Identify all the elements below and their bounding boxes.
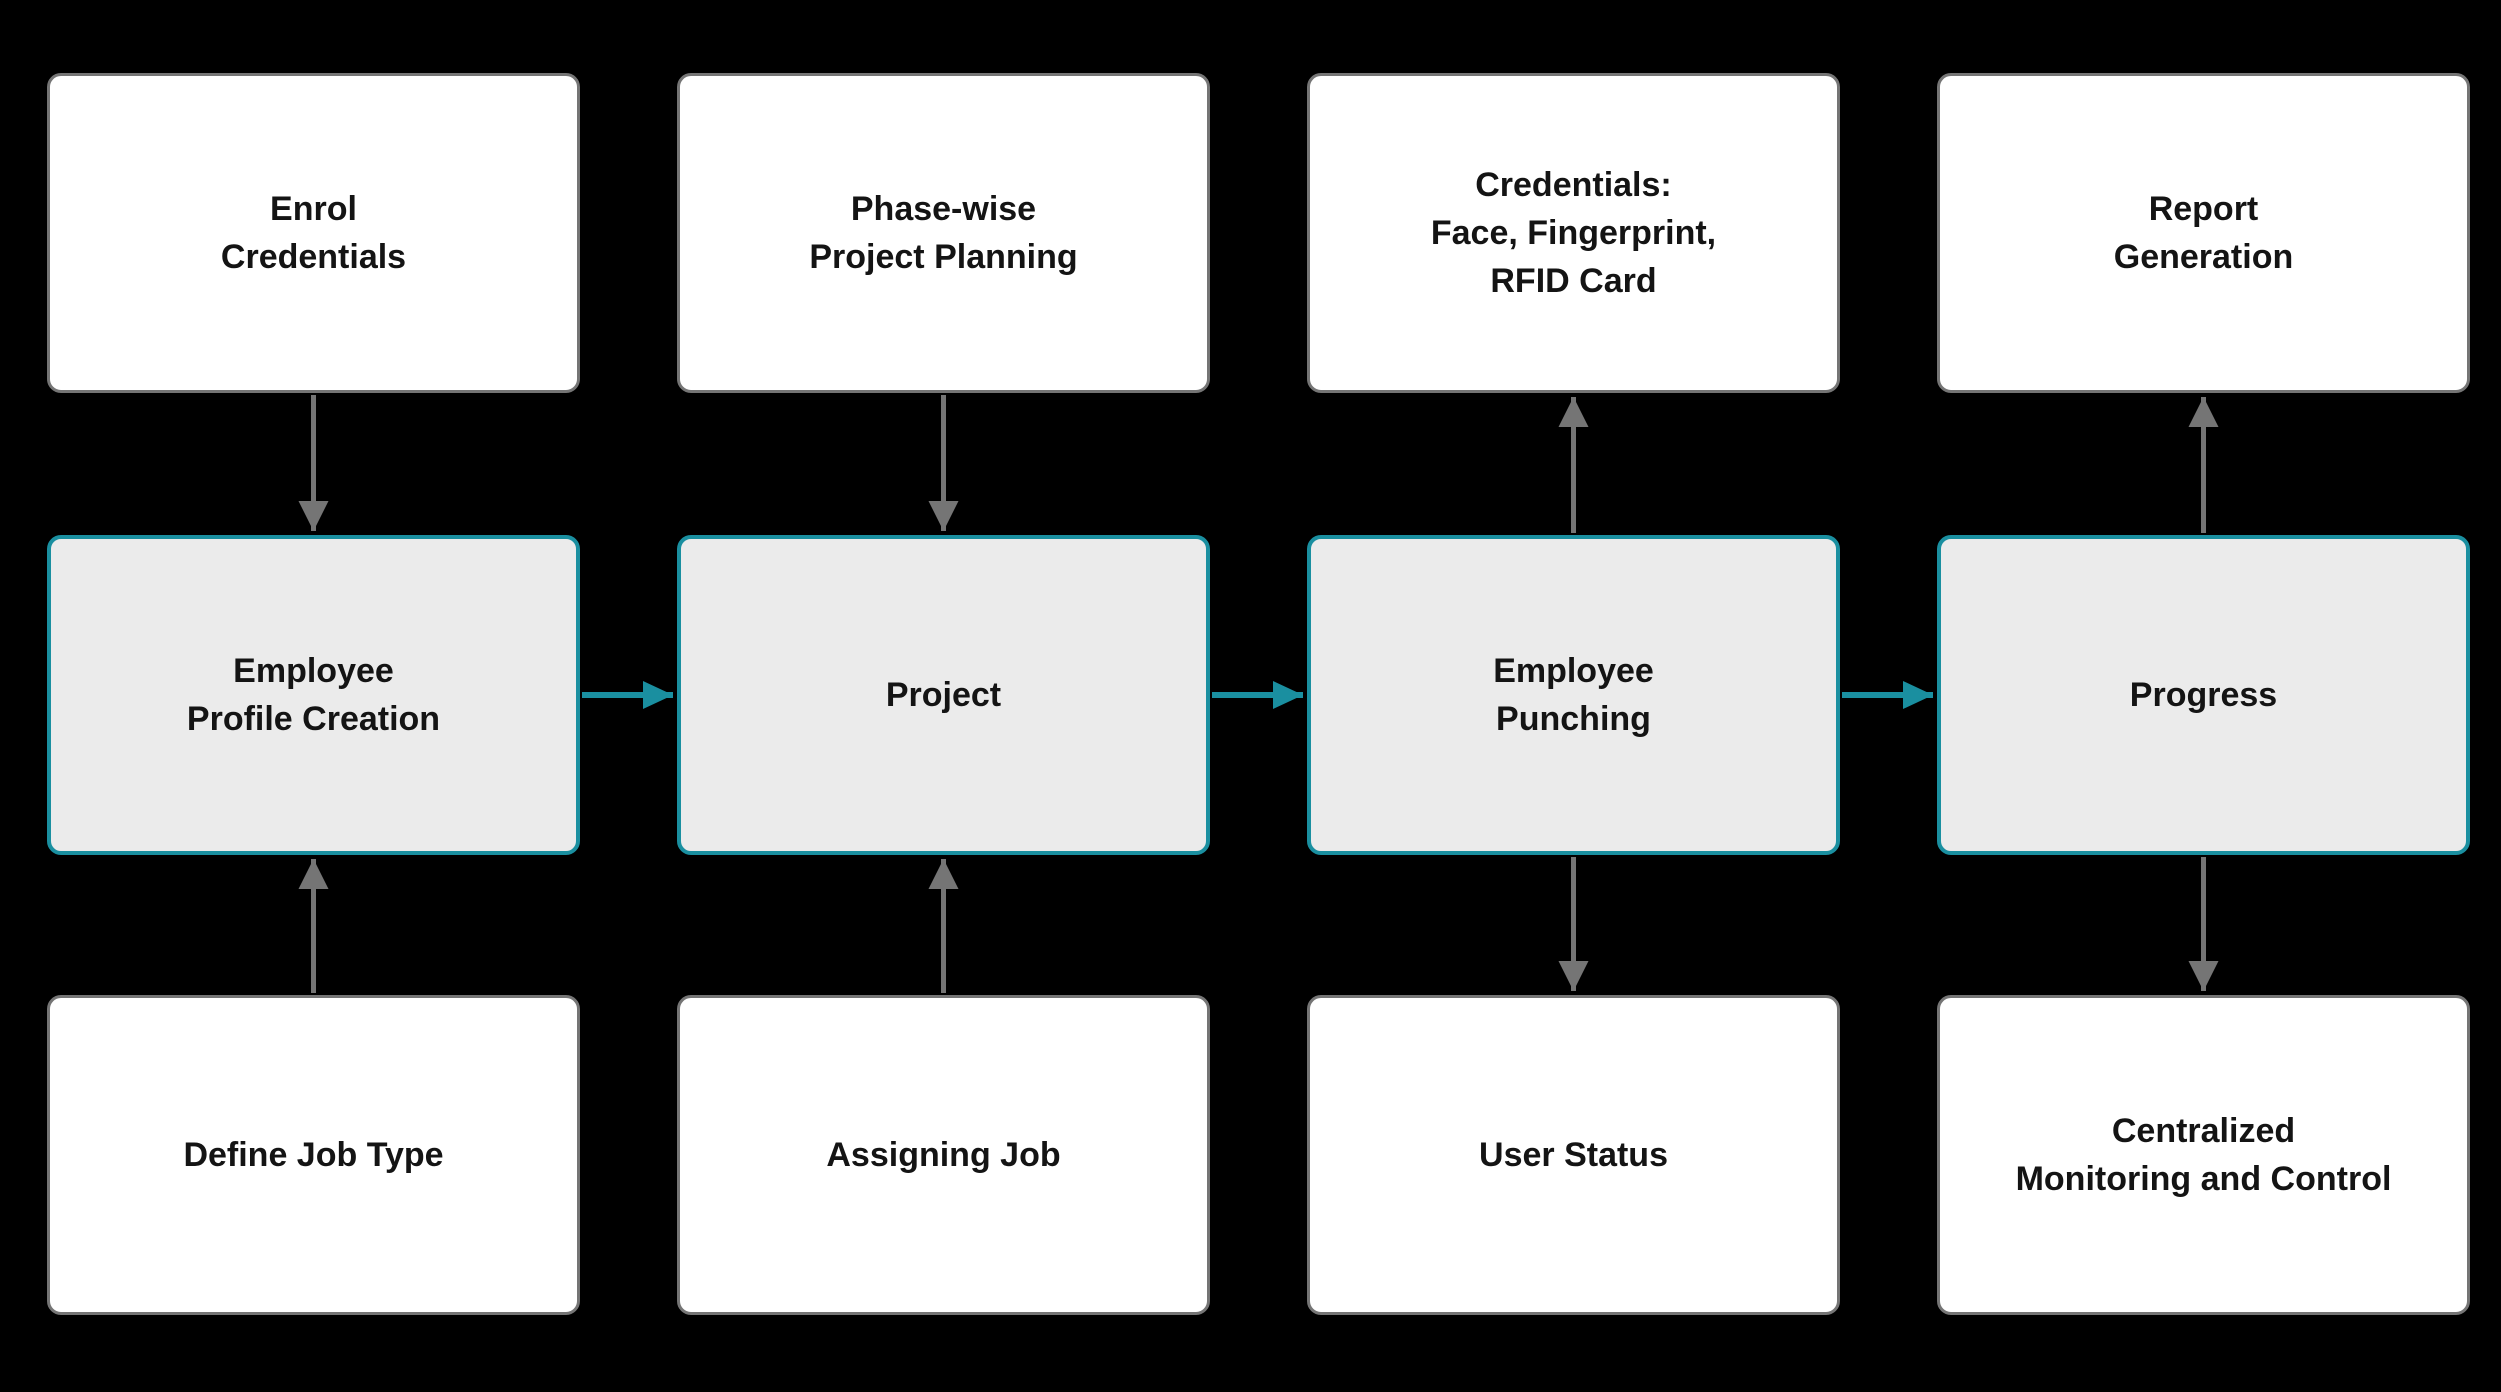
node-centralized-monitoring-and-control: Centralized Monitoring and Control bbox=[1937, 995, 2470, 1315]
node-label-credentials-face-fingerprint-rfid: Credentials: Face, Fingerprint, RFID Car… bbox=[1430, 165, 1717, 301]
node-employee-punching: Employee Punching bbox=[1307, 535, 1840, 855]
node-user-status: User Status bbox=[1307, 995, 1840, 1315]
node-label-user-status: User Status bbox=[1479, 1135, 1668, 1174]
node-define-job-type: Define Job Type bbox=[47, 995, 580, 1315]
node-phase-wise-project-planning: Phase-wise Project Planning bbox=[677, 73, 1210, 393]
node-label-employee-punching: Employee Punching bbox=[1493, 651, 1654, 738]
node-assigning-job: Assigning Job bbox=[677, 995, 1210, 1315]
node-label-centralized-monitoring-and-control: Centralized Monitoring and Control bbox=[2015, 1111, 2392, 1198]
node-enrol-credentials: Enrol Credentials bbox=[47, 73, 580, 393]
node-progress: Progress bbox=[1937, 535, 2470, 855]
node-label-project: Project bbox=[885, 675, 1002, 714]
node-label-assigning-job: Assigning Job bbox=[826, 1135, 1061, 1174]
node-label-enrol-credentials: Enrol Credentials bbox=[220, 189, 407, 276]
node-credentials-face-fingerprint-rfid: Credentials: Face, Fingerprint, RFID Car… bbox=[1307, 73, 1840, 393]
node-project: Project bbox=[677, 535, 1210, 855]
node-report-generation: Report Generation bbox=[1937, 73, 2470, 393]
node-label-employee-profile-creation: Employee Profile Creation bbox=[186, 651, 441, 738]
node-label-report-generation: Report Generation bbox=[2113, 189, 2294, 276]
node-label-define-job-type: Define Job Type bbox=[183, 1135, 444, 1174]
node-label-progress: Progress bbox=[2129, 675, 2278, 714]
node-label-phase-wise-project-planning: Phase-wise Project Planning bbox=[809, 189, 1078, 276]
node-employee-profile-creation: Employee Profile Creation bbox=[47, 535, 580, 855]
